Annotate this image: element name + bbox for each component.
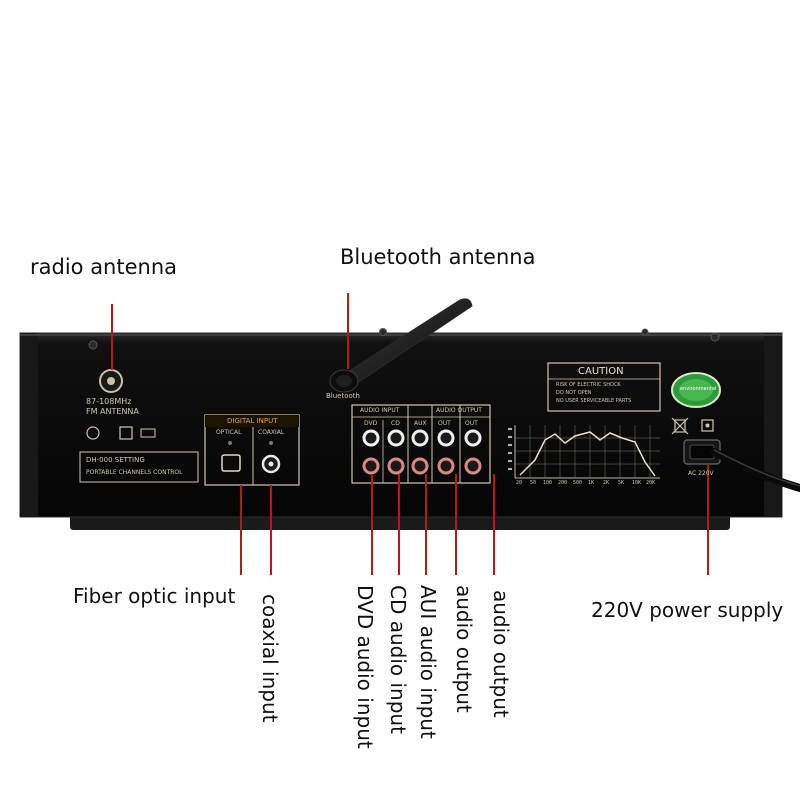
screw [641,328,649,336]
panel-caution-title: CAUTION [578,366,624,377]
screw [88,340,98,350]
chassis-body [19,332,783,518]
rca-panel [351,404,491,484]
leader-line-bluetooth-antenna [347,293,349,369]
callout-bluetooth-antenna: Bluetooth antenna [340,245,536,269]
panel-jack-label-out-1: OUT [438,420,451,427]
chassis-side-right [764,333,782,517]
panel-audio-output-header: AUDIO OUTPUT [436,407,482,414]
callout-coaxial-input: coaxial input [258,594,282,723]
rca-jacks-red [362,457,482,475]
panel-bt-label: Bluetooth [326,392,360,400]
chassis-side-left [20,333,38,517]
callout-power-supply: 220V power supply [591,598,784,622]
callout-radio-antenna: radio antenna [30,255,178,279]
leader-line-power [707,465,709,575]
power-cord [710,448,800,492]
panel-optical-label: OPTICAL [216,429,242,436]
panel-caution-line-1: RISK OF ELECTRIC SHOCK [556,382,621,388]
panel-caution-line-2: DO NOT OPEN [556,390,592,396]
screw [710,332,720,342]
led-dot [269,441,273,445]
panel-power-label: AC 220V [688,470,714,477]
panel-digital-header: DIGITAL INPUT [227,417,278,425]
recycle-icon [119,426,133,440]
coaxial-port-core [268,461,274,467]
callout-aui-audio-input: AUI audio input [416,585,440,739]
callout-cd-audio-input: CD audio input [386,585,410,734]
panel-freq-tick-9: 20K [646,480,656,486]
callout-fiber-optic-input: Fiber optic input [73,584,236,608]
fuse-holder [701,419,714,432]
bluetooth-antenna [329,298,473,393]
panel-freq-tick-7: 5K [618,480,625,486]
panel-caution-line-3: NO USER SERVICEABLE PARTS [556,398,632,404]
panel-freq-tick-8: 10K [632,480,642,486]
panel-freq-tick-6: 2K [603,480,610,486]
caution-box [547,362,661,412]
panel-freq-tick-5: 1K [588,480,595,486]
power-cord-highlight [713,449,800,487]
leader-line-cd [398,474,400,575]
panel-freq-tick-0: 20 [516,480,523,486]
panel-freq-tick-4: 500 [573,480,583,486]
leader-line-dvd [371,474,373,575]
panel-antenna-label-2: FM ANTENNA [86,407,139,416]
led-dot [228,441,232,445]
frequency-response-graph [508,425,660,479]
panel-jack-label-out-2: OUT [465,420,478,427]
callout-audio-output-1: audio output [452,585,476,713]
panel-jack-label-aux: AUX [414,420,427,427]
weee-bin-icon [671,417,689,435]
panel-audio-input-header: AUDIO INPUT [360,407,400,414]
model-label-box [79,451,199,483]
leader-line-audio-output-1 [455,474,457,575]
rca-jacks-white [362,429,482,447]
screw [379,328,387,336]
panel-badge-text: environmental [680,386,717,392]
panel-model-line-1: DH-000 SETTING [86,456,145,464]
optical-port [221,454,241,472]
callout-dvd-audio-input: DVD audio input [353,585,377,749]
callout-audio-output-2: audio output [489,590,513,718]
leader-line-aui [425,474,427,575]
digital-input-header-bar [205,415,299,427]
fm-antenna-socket-core [107,377,115,385]
leader-line-coaxial [270,485,272,575]
green-badge-inner [679,379,713,401]
panel-antenna-label-1: 87-108MHz [86,397,132,406]
ce-mark-icon [140,428,156,438]
warning-icon [86,426,100,440]
panel-freq-tick-3: 200 [558,480,568,486]
leader-line-radio-antenna [111,304,113,370]
leader-line-audio-output-2 [493,474,495,575]
leader-line-fiber-optic [240,485,242,575]
panel-jack-label-dvd: DVD [364,420,378,427]
panel-freq-tick-1: 50 [530,480,537,486]
panel-model-line-2: PORTABLE CHANNELS CONTROL [86,469,183,476]
panel-jack-label-cd: CD [391,420,400,427]
fuse-holder-core [705,423,710,428]
panel-freq-tick-2: 100 [543,480,553,486]
panel-coaxial-label: COAXIAL [258,429,285,436]
